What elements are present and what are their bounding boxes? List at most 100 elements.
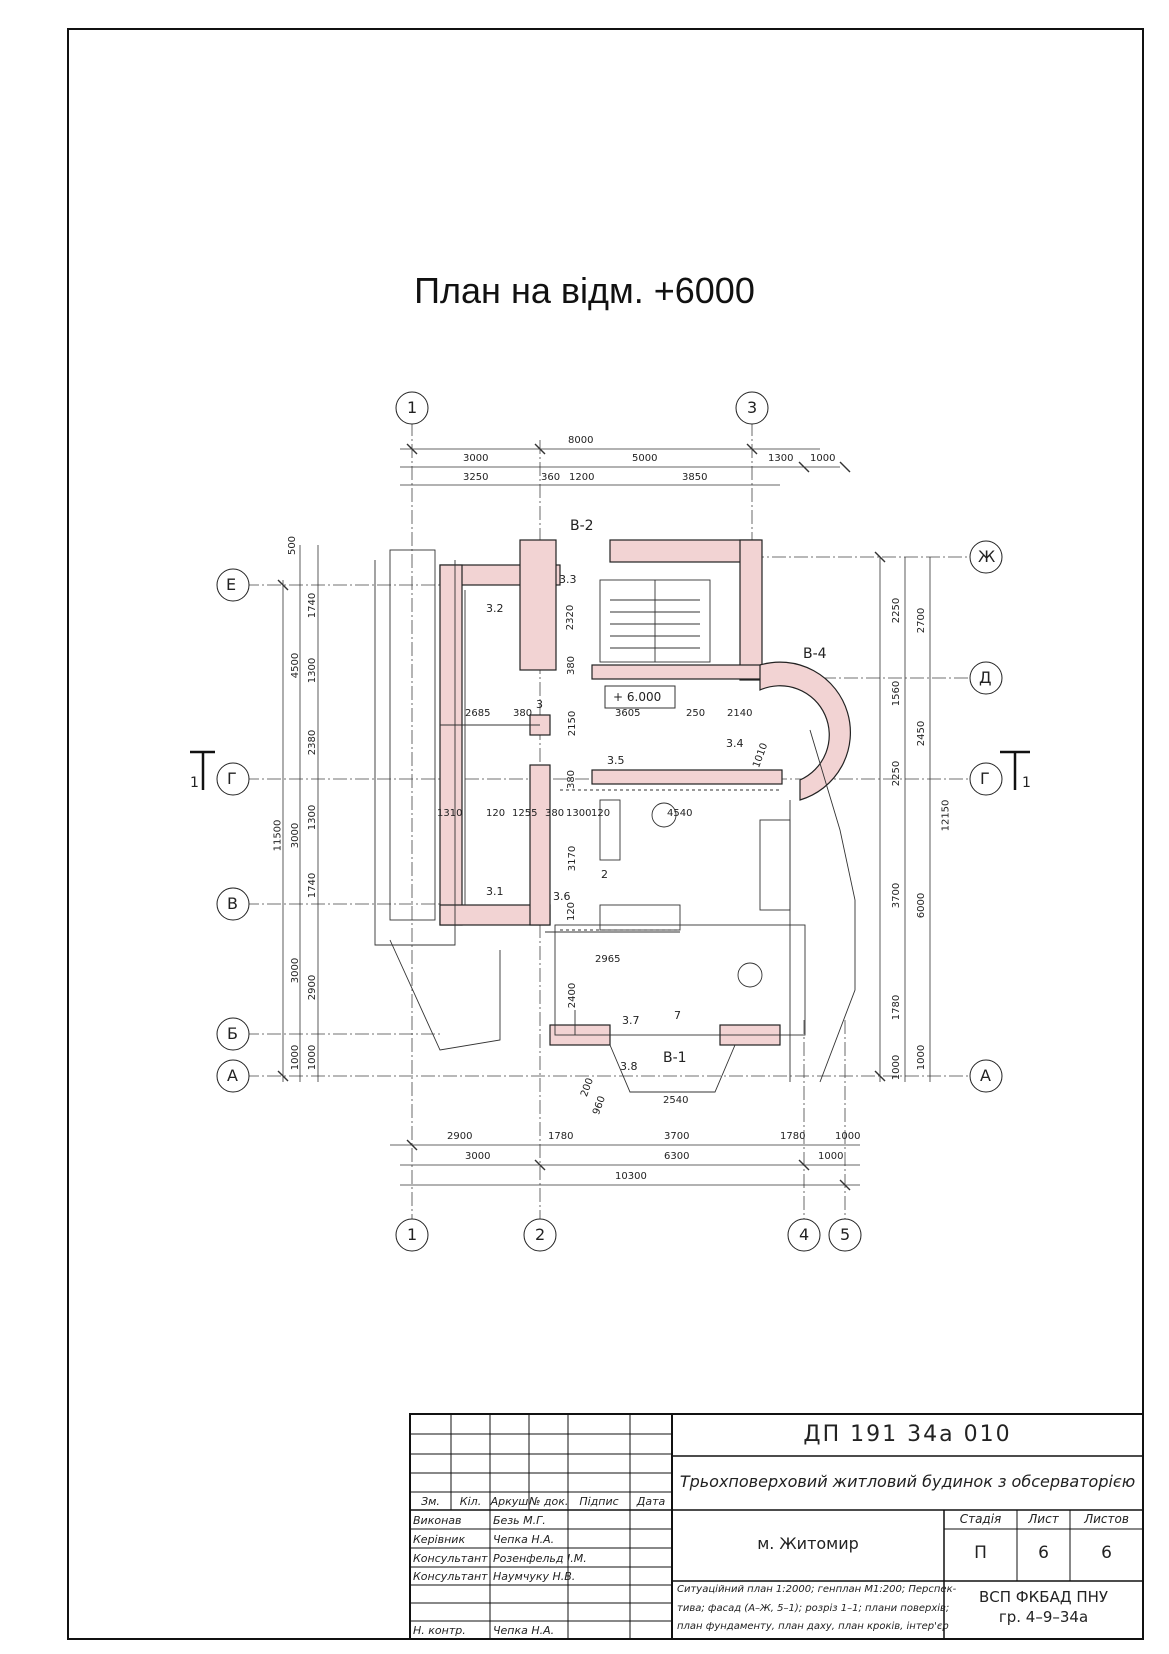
- dimension-text: 3000: [290, 957, 302, 984]
- dimension-lines: [277, 443, 931, 1191]
- grid-axes: [245, 422, 970, 1220]
- col-header: Підпис: [579, 1495, 619, 1508]
- dimension-text: 3000: [290, 822, 302, 849]
- dimension-text: 120: [566, 901, 578, 922]
- axis-label: Е: [226, 575, 237, 594]
- room-number: 3.2: [486, 602, 504, 615]
- section-mark: 1: [190, 775, 199, 791]
- group: гр. 4–9–34а: [998, 1608, 1089, 1626]
- dimension-text: 1740: [307, 872, 319, 899]
- section-cut-markers: [190, 750, 1030, 790]
- door-mark: 7: [674, 1009, 681, 1022]
- col-header: Кіл.: [459, 1495, 482, 1508]
- col-header: Аркуш: [490, 1495, 529, 1508]
- window-label: В-1: [663, 1050, 687, 1066]
- contents-line: тива; фасад (А–Ж, 5–1); розріз 1–1; план…: [677, 1603, 950, 1614]
- walls: [439, 539, 851, 1046]
- dimension-text: 2400: [567, 982, 579, 1009]
- interior-lines: [374, 549, 856, 1093]
- dimension-text: 250: [686, 708, 706, 719]
- dimension-text: 2900: [307, 974, 319, 1001]
- drawing-title: План на відм. +6000: [414, 270, 755, 311]
- col-header: Дата: [636, 1495, 666, 1508]
- dimension-text: 1300: [307, 804, 319, 831]
- dimension-text: 10300: [615, 1171, 647, 1182]
- dimension-text: 2450: [916, 720, 928, 747]
- door-mark: 2: [601, 868, 608, 881]
- dimension-text: 3605: [615, 708, 641, 719]
- dimension-text: 3700: [664, 1131, 690, 1142]
- dimension-text: 1000: [307, 1044, 319, 1071]
- room-number: 3.4: [726, 737, 744, 750]
- col-header: № док.: [529, 1495, 569, 1508]
- dimension-text: 6000: [916, 892, 928, 919]
- room-number: 3.3: [559, 573, 577, 586]
- role: Консультант: [413, 1552, 488, 1565]
- level-mark-box: [604, 685, 676, 709]
- dimension-text: 380: [545, 808, 565, 819]
- dimension-text: 1740: [307, 592, 319, 619]
- axis-label: В: [227, 894, 238, 913]
- dimension-text: 1300: [768, 453, 794, 464]
- sheet-value: 6: [1038, 1543, 1049, 1563]
- role: Керівник: [413, 1533, 466, 1546]
- dimension-text: 1780: [548, 1131, 574, 1142]
- axis-label: Ж: [978, 547, 996, 566]
- person: Чепка Н.А.: [493, 1533, 555, 1546]
- dimension-text: 1000: [891, 1054, 903, 1081]
- location: м. Житомир: [757, 1534, 859, 1553]
- door-mark: 3: [536, 698, 543, 711]
- axis-label: 4: [799, 1225, 810, 1244]
- title-block-grid: [409, 1413, 1144, 1640]
- dimension-text: 3850: [682, 472, 708, 483]
- dimension-text: 3000: [465, 1151, 491, 1162]
- axis-label: Г: [227, 769, 237, 788]
- dimension-text: 1300: [307, 657, 319, 684]
- dimension-text: 11500: [272, 819, 284, 852]
- col-header: Зм.: [421, 1495, 440, 1508]
- dimension-text: 120: [486, 808, 506, 819]
- doc-code: ДП 191 34а 010: [803, 1422, 1012, 1447]
- axis-bubbles: [216, 391, 1003, 1252]
- dimension-text: 12150: [940, 799, 952, 832]
- dimension-text: 1000: [290, 1044, 302, 1071]
- dimension-text: 3700: [891, 882, 903, 909]
- dimension-text: 1000: [818, 1151, 844, 1162]
- dimension-text: 2700: [916, 607, 928, 634]
- dimension-text: 3000: [463, 453, 489, 464]
- dimension-text: 1000: [810, 453, 836, 464]
- axis-label: 3: [747, 398, 758, 417]
- stage-label: Стадія: [959, 1512, 1002, 1526]
- person: Наумчуку Н.В.: [493, 1570, 576, 1583]
- dimension-text: 2380: [307, 729, 319, 756]
- role: Консультант: [413, 1570, 488, 1583]
- sheets-value: 6: [1101, 1543, 1112, 1563]
- window-label: В-2: [570, 518, 594, 534]
- room-number: 3.8: [620, 1060, 638, 1073]
- dimension-text: 2250: [891, 760, 903, 787]
- person: Розенфельд І.М.: [493, 1552, 587, 1565]
- room-number: 3.5: [607, 754, 625, 767]
- section-mark: 1: [1022, 775, 1031, 791]
- dimension-text: 1560: [891, 680, 903, 707]
- project-name: Трьохповерховий житловий будинок з обсер…: [679, 1472, 1136, 1491]
- floor-plan: [190, 391, 1030, 1252]
- dimension-text: 1255: [512, 808, 538, 819]
- dimension-text: 2250: [891, 597, 903, 624]
- stage-value: П: [974, 1543, 987, 1563]
- organization: ВСП ФКБАД ПНУ: [978, 1588, 1109, 1606]
- dimension-text: 2685: [465, 708, 491, 719]
- dimension-text: 360: [541, 472, 561, 483]
- dimension-text: 380: [513, 708, 533, 719]
- dimension-text: 2320: [565, 604, 577, 631]
- dimension-text: 500: [287, 535, 299, 556]
- person: Чепка Н.А.: [493, 1624, 555, 1637]
- level-mark: + 6.000: [613, 690, 662, 704]
- dimension-text: 4500: [290, 652, 302, 679]
- axis-label: Б: [227, 1024, 238, 1043]
- dimension-text: 1000: [835, 1131, 861, 1142]
- room-number: 3.1: [486, 885, 504, 898]
- dimension-text: 380: [566, 655, 578, 676]
- dimension-text: 2150: [567, 710, 579, 737]
